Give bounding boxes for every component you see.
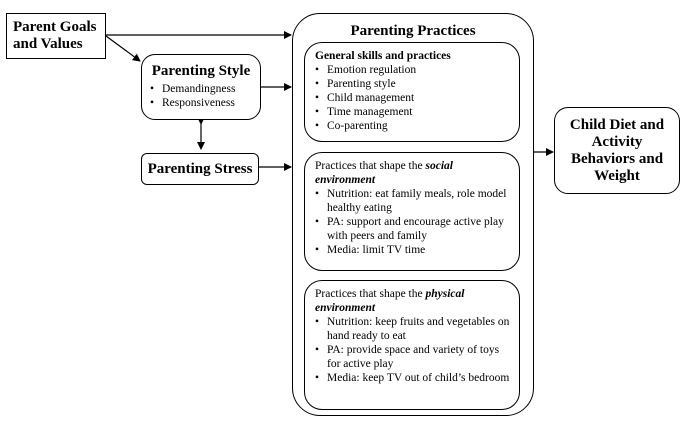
general-skills-title: General skills and practices — [315, 50, 451, 62]
parent-goals-box: Parent Goals and Values — [6, 13, 106, 59]
parenting-stress-title: Parenting Stress — [147, 160, 253, 177]
general-skills-box: General skills and practices Emotion reg… — [304, 42, 520, 142]
social-heading-line2: environment — [315, 174, 376, 186]
social-environment-item: PA: support and encourage active play wi… — [315, 215, 511, 243]
social-environment-list: Nutrition: eat family meals, role model … — [315, 187, 511, 257]
social-environment-item: Media: limit TV time — [315, 243, 511, 257]
general-skills-item: Emotion regulation — [315, 63, 511, 77]
child-outcome-line3: Behaviors and — [570, 150, 664, 167]
social-environment-item: Nutrition: eat family meals, role model … — [315, 187, 511, 215]
parenting-style-item: Demandingness — [150, 82, 252, 96]
physical-environment-item: PA: provide space and variety of toys fo… — [315, 343, 511, 371]
parenting-stress-box: Parenting Stress — [141, 153, 259, 185]
general-skills-item: Co-parenting — [315, 119, 511, 133]
parent-goals-line1: Parent Goals — [13, 19, 97, 35]
social-environment-box: Practices that shape the social environm… — [304, 152, 520, 271]
general-skills-item: Time management — [315, 105, 511, 119]
parenting-style-item: Responsiveness — [150, 96, 252, 110]
child-outcome-line2: Activity — [591, 133, 643, 150]
parenting-style-box: Parenting Style Demandingness Responsive… — [141, 54, 261, 120]
parenting-practices-title: Parenting Practices — [350, 23, 476, 39]
social-environment-heading: Practices that shape the social environm… — [315, 159, 511, 187]
parent-goals-line2: and Values — [13, 36, 83, 52]
physical-environment-list: Nutrition: keep fruits and vegetables on… — [315, 315, 511, 385]
child-outcome-line4: Weight — [594, 167, 640, 184]
physical-heading-line2: environment — [315, 302, 376, 314]
social-heading-emph: social — [425, 160, 453, 172]
social-heading-prefix: Practices that shape the — [315, 160, 426, 172]
physical-heading-emph: physical — [425, 288, 465, 300]
general-skills-item: Child management — [315, 91, 511, 105]
physical-environment-item: Nutrition: keep fruits and vegetables on… — [315, 315, 511, 343]
parenting-practices-box: Parenting Practices General skills and p… — [292, 13, 534, 416]
physical-heading-prefix: Practices that shape the — [315, 288, 426, 300]
physical-environment-item: Media: keep TV out of child’s bedroom — [315, 371, 511, 385]
physical-environment-box: Practices that shape the physical enviro… — [304, 280, 520, 410]
parenting-style-list: Demandingness Responsiveness — [150, 82, 252, 110]
child-outcome-box: Child Diet and Activity Behaviors and We… — [554, 107, 680, 194]
parenting-style-title: Parenting Style — [151, 63, 251, 79]
physical-environment-heading: Practices that shape the physical enviro… — [315, 287, 511, 315]
arrow-goals-to-style — [105, 35, 141, 62]
general-skills-list: Emotion regulation Parenting style Child… — [315, 63, 511, 133]
general-skills-item: Parenting style — [315, 77, 511, 91]
child-outcome-line1: Child Diet and — [569, 116, 665, 133]
